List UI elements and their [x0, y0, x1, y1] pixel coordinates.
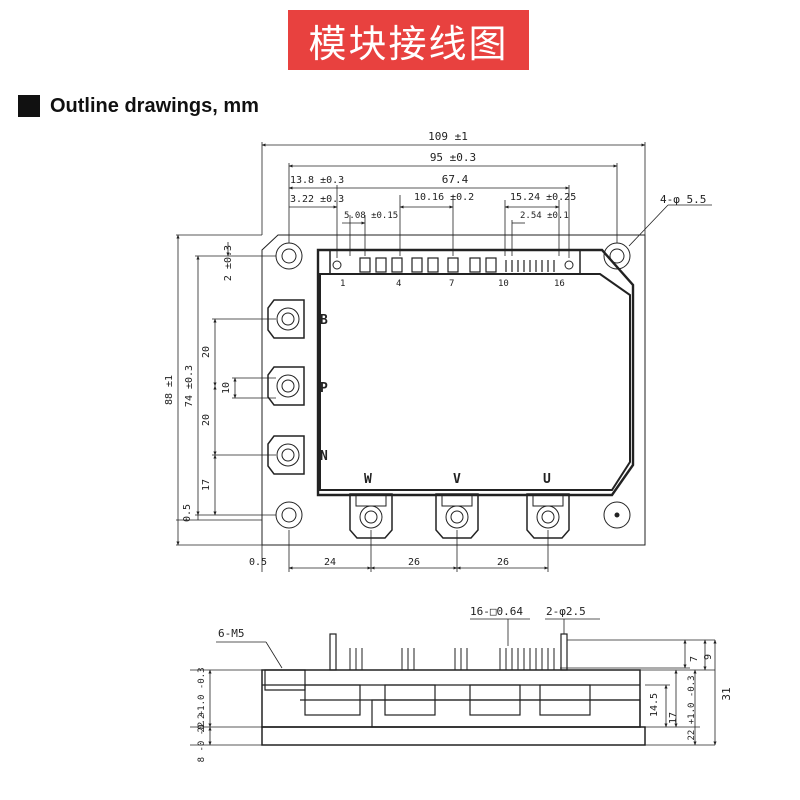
- side-terminal-blocks: [262, 684, 640, 716]
- terminal-label-b: B: [320, 313, 328, 328]
- terminal-w: [349, 493, 393, 539]
- dim-side-31: 31: [720, 687, 733, 700]
- terminal-label-w: W: [364, 472, 372, 487]
- inner-panel: [319, 273, 631, 491]
- terminal-n: [267, 435, 305, 475]
- side-dimension-lines: [190, 618, 717, 746]
- dim-v-10: 10: [221, 382, 232, 394]
- dim-h-26a: 26: [408, 557, 420, 568]
- mount-hole-bl: [275, 501, 303, 529]
- terminal-b: [267, 299, 305, 339]
- dim-mount-holes: 4-φ 5.5: [660, 193, 706, 206]
- dim-h-26b: 26: [497, 557, 509, 568]
- dim-v-20a: 20: [201, 346, 212, 358]
- dim-screw: 6-M5: [218, 627, 245, 640]
- mount-hole-tl: [275, 242, 303, 270]
- pin-slots: [359, 257, 555, 273]
- mount-hole-br: [603, 501, 631, 529]
- side-guide-pins: [329, 633, 568, 671]
- title-banner-text: 模块接线图: [308, 21, 509, 66]
- dim-side-9: 9: [703, 654, 714, 660]
- dim-pin-offset: 13.8 ±0.3: [290, 175, 344, 186]
- dim-pin-dia: 2-φ2.5: [546, 605, 586, 618]
- dim-height-holes: 74 ±0.3: [184, 365, 195, 407]
- terminal-label-u: U: [543, 472, 551, 487]
- dim-v-20b: 20: [201, 414, 212, 426]
- terminal-u: [526, 493, 570, 539]
- dim-overall-width: 109 ±1: [428, 130, 468, 143]
- pin-number-16: 16: [554, 279, 565, 289]
- terminal-label-p: P: [320, 381, 328, 396]
- dim-side-22-left: 22 +1.0 -0.3: [197, 667, 207, 732]
- top-dimension-lines: [176, 142, 712, 572]
- dim-height-total: 88 ±1: [164, 375, 175, 405]
- pin-number-10: 10: [498, 279, 509, 289]
- top-view: [176, 142, 712, 572]
- title-banner: 模块接线图: [288, 10, 529, 70]
- dim-pin-span: 67.4: [442, 173, 469, 186]
- side-lower-block: [371, 699, 641, 728]
- pin-number-1: 1: [340, 279, 345, 289]
- dim-v-05: 0.5: [182, 504, 193, 522]
- dim-pin-pitch-d: 15.24 ±0.25: [510, 192, 576, 203]
- terminal-label-v: V: [453, 472, 461, 487]
- side-body: [261, 669, 641, 728]
- terminal-p: [267, 366, 305, 406]
- bullet-square-icon: [18, 95, 40, 117]
- dim-pin-pitch-c: 10.16 ±0.2: [414, 192, 474, 203]
- dim-side-8: 8 -0 -0.2: [197, 714, 207, 763]
- pin-guide-left: [332, 260, 342, 270]
- dim-top-offset: 2 ±0.3: [223, 245, 234, 281]
- pin-number-4: 4: [396, 279, 401, 289]
- housing-outline: [316, 248, 635, 497]
- dim-pin-pitch-b: 5.08 ±0.15: [344, 211, 398, 221]
- section-heading: Outline drawings, mm: [18, 94, 259, 118]
- side-screw-terminal: [264, 669, 306, 691]
- side-base-plate: [261, 726, 646, 746]
- terminal-v: [435, 493, 479, 539]
- dim-side-14-5: 14.5: [649, 693, 660, 717]
- dim-v-17: 17: [201, 479, 212, 491]
- dim-side-22-right: 22 +1.0 -0.3: [687, 675, 697, 740]
- dim-h-24: 24: [324, 557, 336, 568]
- dim-side-17: 17: [668, 712, 679, 724]
- side-view: [190, 618, 717, 746]
- dim-side-7: 7: [689, 656, 700, 662]
- dim-hole-pitch: 95 ±0.3: [430, 151, 476, 164]
- dim-pin-edge: 3.22 ±0.3: [290, 194, 344, 205]
- dim-pin-size: 16-□0.64: [470, 605, 523, 618]
- terminal-label-n: N: [320, 449, 328, 464]
- dim-h-05: 0.5: [249, 557, 267, 568]
- dim-pin-pitch-a: 2.54 ±0.1: [520, 211, 569, 221]
- pin-guide-right: [564, 260, 574, 270]
- side-signal-pins: [349, 648, 555, 670]
- base-plate-outline: [261, 234, 646, 546]
- section-heading-text: Outline drawings, mm: [50, 94, 259, 117]
- pin-number-7: 7: [449, 279, 454, 289]
